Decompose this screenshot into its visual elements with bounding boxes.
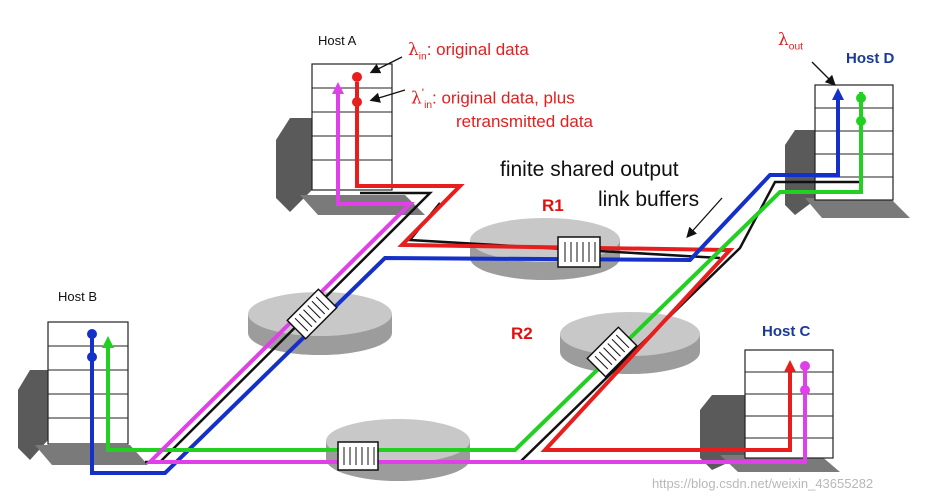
lambda-in-prime-subscript: in <box>424 100 432 112</box>
lambda-in-subscript: in <box>418 51 427 63</box>
buffer-left <box>286 288 338 340</box>
lambda-in-prime-text: : original data, plus <box>432 88 575 108</box>
flow-green-b-to-d <box>106 92 863 452</box>
host-a-label: Host A <box>318 33 357 48</box>
lambda-out-annotation: λout <box>778 30 803 52</box>
host-b-label: Host B <box>58 289 98 304</box>
lambda-in-prime-text-line2: retransmitted data <box>456 112 594 131</box>
host-c-computer <box>700 349 840 472</box>
lambda-in-text: : original data <box>426 40 529 59</box>
lambda-out-symbol: λ <box>778 30 789 50</box>
host-d-label: Host D <box>846 50 895 67</box>
annotation-arrows <box>369 56 836 238</box>
lambda-out-subscript: out <box>788 41 803 53</box>
host-b-computer <box>18 321 148 465</box>
lambda-in-prime-symbol: λ <box>411 88 422 109</box>
lambda-in-prime-annotation: λ'in: original data, plus <box>411 86 575 111</box>
flow-magenta-a-to-c <box>145 88 807 464</box>
buffer-caption-line2: link buffers <box>598 188 700 211</box>
host-d-endpoints <box>832 88 866 126</box>
buffer-bottom <box>337 441 379 471</box>
router-r2-label: R2 <box>511 324 533 343</box>
host-b-endpoints <box>87 329 114 362</box>
host-c-endpoints <box>784 360 810 395</box>
router-r1-label: R1 <box>542 196 564 215</box>
lambda-in-annotation: λin: original data <box>408 40 529 62</box>
flow-blue-b-to-d <box>90 92 840 475</box>
host-a-endpoints <box>332 72 362 107</box>
buffer-r1 <box>557 236 601 268</box>
lambda-prime-mark: ' <box>421 86 425 100</box>
lambda-in-symbol: λ <box>408 40 419 60</box>
watermark-text: https://blog.csdn.net/weixin_43655282 <box>652 476 874 491</box>
host-c-label: Host C <box>762 323 811 340</box>
buffer-r2 <box>586 326 638 378</box>
buffer-caption-line1: finite shared output <box>500 158 679 181</box>
host-d-computer <box>785 84 910 218</box>
